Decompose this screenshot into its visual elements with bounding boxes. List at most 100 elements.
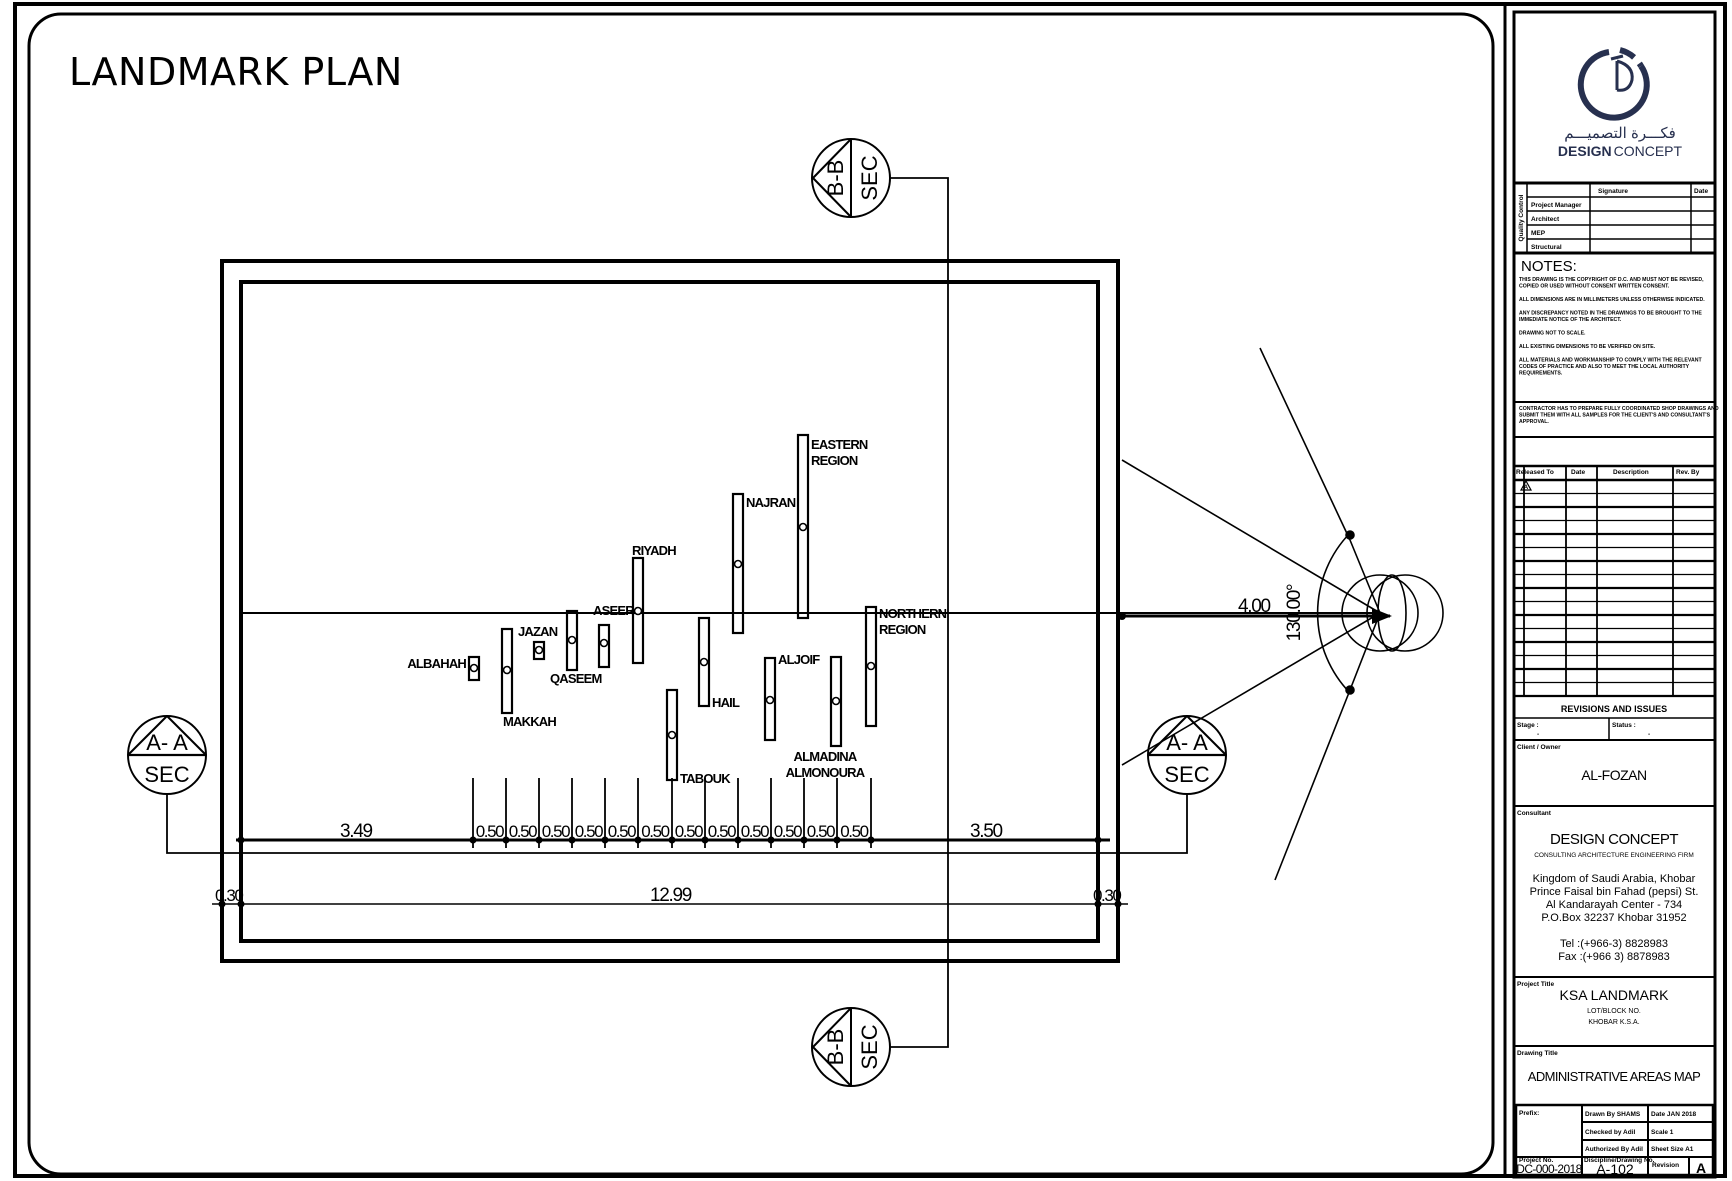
sheet-border: [13, 2, 1727, 1178]
dimension-tick: [535, 836, 543, 844]
dimension-tick: [800, 836, 808, 844]
dim-spacing-label: 0.50: [641, 822, 669, 841]
region-label: ALMONOURA: [786, 765, 866, 780]
region-pin-icon: [667, 730, 677, 740]
logo-wordmark-bold: DESIGN: [1558, 143, 1612, 159]
drawing-title: LANDMARK PLAN: [69, 50, 403, 94]
dimension-tick: [867, 836, 875, 844]
region-label: EASTERN: [811, 437, 868, 452]
svg-text:SEC: SEC: [1164, 762, 1209, 787]
region-bar: [532, 640, 546, 661]
approval-row-project-manager: Project Manager: [1531, 202, 1582, 209]
approval-row-architect: Architect: [1531, 216, 1560, 223]
section-marker-aa-left: A- A SEC: [127, 715, 207, 795]
view-distance-tick: [1118, 612, 1126, 620]
drawing-frame: [27, 12, 1495, 1176]
region-bar: [829, 655, 843, 748]
meta-checked-by: Checked by Adil: [1585, 1129, 1636, 1136]
approval-table: [1514, 181, 1715, 255]
bb-section-line: [876, 177, 949, 1048]
dimension-tick: [601, 836, 609, 844]
svg-text:SEC: SEC: [857, 1024, 882, 1069]
meta-drawing-no: A-102: [1596, 1161, 1634, 1177]
consultant-fax: Fax :(+966 3) 8878983: [1558, 951, 1670, 963]
meta-revision: A: [1696, 1160, 1706, 1176]
dimension-tick: [634, 836, 642, 844]
svg-text:B-B: B-B: [823, 1029, 848, 1066]
dimension-tick: [568, 836, 576, 844]
region-pin-icon: [469, 663, 479, 673]
region-hail: HAIL: [697, 616, 741, 710]
dim-spacing-label: 0.50: [840, 822, 868, 841]
region-label: ALBAHAH: [407, 656, 466, 671]
consultant-address-line: Al Kandarayah Center - 734: [1546, 899, 1682, 911]
dimension-tick: [469, 836, 477, 844]
project-line3: KHOBAR K.S.A.: [1588, 1019, 1639, 1026]
meta-scale: Scale 1: [1651, 1129, 1674, 1136]
note-line: COPIED OR USED WITHOUT CONSENT WRITTEN C…: [1519, 284, 1670, 290]
dimension-ticks: [237, 836, 1102, 844]
approval-header-date: Date: [1694, 188, 1708, 195]
consultant-address-line: Prince Faisal bin Fahad (pepsi) St.: [1530, 886, 1699, 898]
svg-text:A- A: A- A: [146, 730, 188, 755]
outer-wall: [220, 259, 1120, 963]
region-pin-icon: [866, 661, 876, 671]
rev-header-date: Date: [1571, 469, 1585, 476]
consultant-tagline: CONSULTING ARCHITECTURE ENGINEERING FIRM: [1534, 852, 1694, 859]
logo-arabic: فكـــرة التصميـــم: [1564, 125, 1676, 142]
inner-wall: [239, 280, 1100, 943]
dim-spacing-label: 0.50: [741, 822, 769, 841]
dim-wall-left: 0.30: [215, 886, 243, 905]
status-value: -: [1648, 731, 1650, 738]
region-label: HAIL: [712, 695, 740, 710]
section-marker-bb-bottom: B-B SEC: [811, 1007, 891, 1087]
meta-prefix-label: Prefix:: [1519, 1110, 1539, 1117]
dimension-tick: [1094, 836, 1102, 844]
region-makkah: MAKKAH: [500, 627, 557, 729]
aa-section-line: [166, 794, 1188, 854]
design-concept-logo: [1577, 47, 1650, 121]
region-najran: NAJRAN: [731, 492, 797, 635]
dimension-tick: [668, 836, 676, 844]
dimension-tick: [502, 836, 510, 844]
consultant-label: Consultant: [1517, 810, 1552, 817]
region-pin-icon: [599, 638, 609, 648]
region-bar: [597, 623, 611, 669]
approval-row-structural: Structural: [1531, 244, 1562, 251]
revision-triangle-icon: A: [1519, 479, 1533, 491]
stage-label: Stage :: [1517, 722, 1539, 729]
consultant-address-line: P.O.Box 32237 Khobar 31952: [1541, 912, 1686, 924]
view-distance-label: 4.00: [1238, 596, 1271, 617]
note-line: APPROVAL.: [1519, 419, 1549, 425]
svg-text:B-B: B-B: [823, 160, 848, 197]
meta-drawn-by: Drawn By SHAMS: [1585, 1111, 1641, 1118]
notes-list: THIS DRAWING IS THE COPYRIGHT OF D.C. AN…: [1519, 277, 1719, 425]
region-pin-icon: [733, 559, 743, 569]
region-albahah: ALBAHAH: [407, 655, 481, 682]
note-line: CONTRACTOR HAS TO PREPARE FULLY COORDINA…: [1519, 406, 1719, 412]
meta-date: Date JAN 2018: [1651, 1111, 1697, 1118]
note-line: ANY DISCREPANCY NOTED IN THE DRAWINGS TO…: [1519, 311, 1702, 317]
approval-header-signature: Signature: [1598, 188, 1628, 195]
meta-sheet-size: Sheet Size A1: [1651, 1146, 1694, 1153]
consultant-tel: Tel :(+966-3) 8828983: [1560, 938, 1668, 950]
note-line: THIS DRAWING IS THE COPYRIGHT OF D.C. AN…: [1519, 277, 1704, 283]
approval-side-label: Quality Control: [1518, 194, 1525, 241]
region-pin-icon: [567, 635, 577, 645]
region-bar: [731, 492, 745, 635]
region-label: JAZAN: [518, 624, 558, 639]
region-bar: [500, 627, 514, 715]
note-line: DRAWING NOT TO SCALE.: [1519, 331, 1586, 337]
region-bar: [796, 433, 810, 620]
region-riyadh: RIYADH: [631, 543, 677, 665]
note-line: SUBMIT THEM WITH ALL SAMPLES FOR THE CLI…: [1519, 413, 1711, 419]
note-line: IMMEDIATE NOTICE OF THE ARCHITECT.: [1519, 317, 1622, 323]
note-line: REQUIREMENTS.: [1519, 371, 1563, 377]
title-block-frame: [1512, 10, 1717, 1179]
dim-spacing-label: 0.50: [675, 822, 703, 841]
view-angle-label: 130.00°: [1284, 584, 1305, 641]
dim-spacing-label: 0.50: [608, 822, 636, 841]
meta-authorized-by: Authorized By Adil: [1585, 1146, 1643, 1153]
